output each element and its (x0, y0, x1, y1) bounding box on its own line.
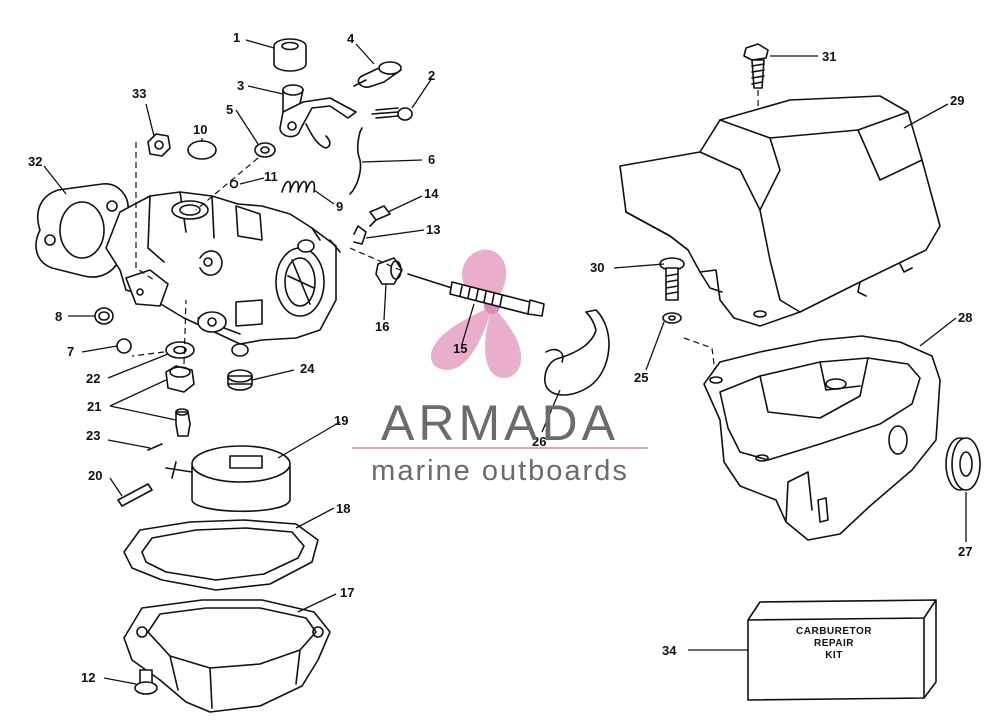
kit-label-line2: REPAIR (814, 638, 854, 649)
label-part-9: 9 (336, 199, 343, 214)
part-28-silencer-base (703, 335, 941, 541)
part-8-o-ring (94, 307, 114, 325)
label-part-13: 13 (426, 222, 440, 237)
part-5-washer (254, 142, 276, 158)
part-26-hose (544, 309, 610, 396)
part-13-clip (353, 225, 367, 245)
label-part-20: 20 (88, 468, 102, 483)
part-34-repair-kit-box (747, 599, 937, 701)
label-part-25: 25 (634, 370, 648, 385)
label-part-22: 22 (86, 371, 100, 386)
label-part-32: 32 (28, 154, 42, 169)
label-part-10: 10 (193, 122, 207, 137)
part-19-float (165, 445, 291, 513)
label-part-3: 3 (237, 78, 244, 93)
watermark-title: ARMADA (381, 395, 619, 451)
label-part-12: 12 (81, 670, 95, 685)
part-14-screw (369, 205, 391, 227)
part-9-spring (281, 180, 316, 193)
label-part-26: 26 (532, 434, 546, 449)
part-7-ball (116, 338, 132, 354)
label-part-11: 11 (264, 169, 278, 184)
part-25-washer (662, 312, 682, 324)
label-part-23: 23 (86, 428, 100, 443)
label-part-27: 27 (958, 544, 972, 559)
part-3-lever (279, 84, 357, 149)
part-23-pin (147, 443, 163, 451)
part-2-screw (371, 107, 413, 121)
label-part-14: 14 (424, 186, 439, 201)
part-31-screw (743, 43, 769, 89)
label-part-19: 19 (334, 413, 348, 428)
label-part-6: 6 (428, 152, 435, 167)
label-part-24: 24 (300, 361, 315, 376)
label-part-17: 17 (340, 585, 354, 600)
part-4-screw (353, 61, 402, 88)
part-16-packing-nut (375, 257, 403, 285)
part-33-nut (147, 133, 171, 157)
part-18-bowl-gasket (123, 519, 319, 591)
propeller-logo-icon (430, 249, 522, 378)
part-12-drain-screw (134, 669, 158, 695)
part-17-float-bowl (123, 599, 331, 713)
leader-lines (43, 39, 967, 685)
part-21-main-jet (165, 365, 195, 393)
label-part-34: 34 (662, 643, 677, 658)
label-part-15: 15 (453, 341, 467, 356)
part-29-air-silencer-cover (619, 95, 941, 327)
label-part-4: 4 (347, 31, 355, 46)
part-11-ball (229, 179, 239, 189)
part-21-nozzle (175, 408, 191, 437)
part-1-cap (273, 38, 307, 72)
label-part-28: 28 (958, 310, 972, 325)
part-15-needle-valve (407, 273, 545, 317)
label-part-29: 29 (950, 93, 964, 108)
part-32-flange-gasket (35, 183, 129, 278)
part-24-plug (227, 369, 253, 391)
label-part-18: 18 (336, 501, 350, 516)
watermark-subtitle: marine outboards (371, 455, 629, 487)
label-part-1: 1 (233, 30, 240, 45)
label-part-21: 21 (87, 399, 101, 414)
label-part-2: 2 (428, 68, 435, 83)
label-part-8: 8 (55, 309, 62, 324)
kit-label-line1: CARBURETOR (796, 626, 872, 637)
label-part-33: 33 (132, 86, 146, 101)
label-part-16: 16 (375, 319, 389, 334)
label-part-31: 31 (822, 49, 836, 64)
part-20-float-pin (117, 483, 153, 507)
part-10-disc (187, 140, 217, 160)
label-part-7: 7 (67, 344, 74, 359)
part-22-gasket (165, 341, 195, 359)
part-30-screw (659, 257, 685, 301)
carburetor-body (105, 191, 341, 357)
part-27-grommet (945, 437, 981, 491)
kit-label-line3: KIT (825, 650, 843, 661)
label-part-30: 30 (590, 260, 604, 275)
part-6-link-rod (349, 127, 363, 195)
label-part-5: 5 (226, 102, 233, 117)
